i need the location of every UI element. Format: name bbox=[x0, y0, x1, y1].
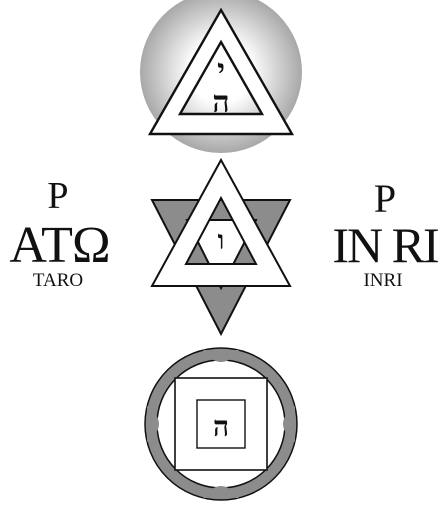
hebrew-he-lower: ה bbox=[213, 410, 229, 443]
hebrew-yod: י bbox=[217, 53, 225, 88]
inri-caption: INRI bbox=[363, 270, 402, 291]
hexagram-group: ו bbox=[152, 160, 290, 334]
hebrew-he-upper: ה bbox=[212, 85, 229, 120]
bottom-wheel-group: ה bbox=[145, 348, 297, 500]
inri-letters: IN RI bbox=[332, 217, 438, 273]
inri-monogram: P IN RI INRI bbox=[332, 176, 438, 291]
hebrew-vav: ו bbox=[218, 226, 225, 256]
rho-glyph: Ρ bbox=[47, 175, 68, 217]
inri-rho-glyph: P bbox=[374, 176, 396, 221]
top-sphere-group: י ה bbox=[140, 0, 302, 153]
taro-caption: TARO bbox=[33, 270, 83, 291]
taro-monogram: Ρ ΑΤΩ TARO bbox=[9, 175, 110, 291]
alpha-tau-omega-letters: ΑΤΩ bbox=[9, 217, 110, 274]
